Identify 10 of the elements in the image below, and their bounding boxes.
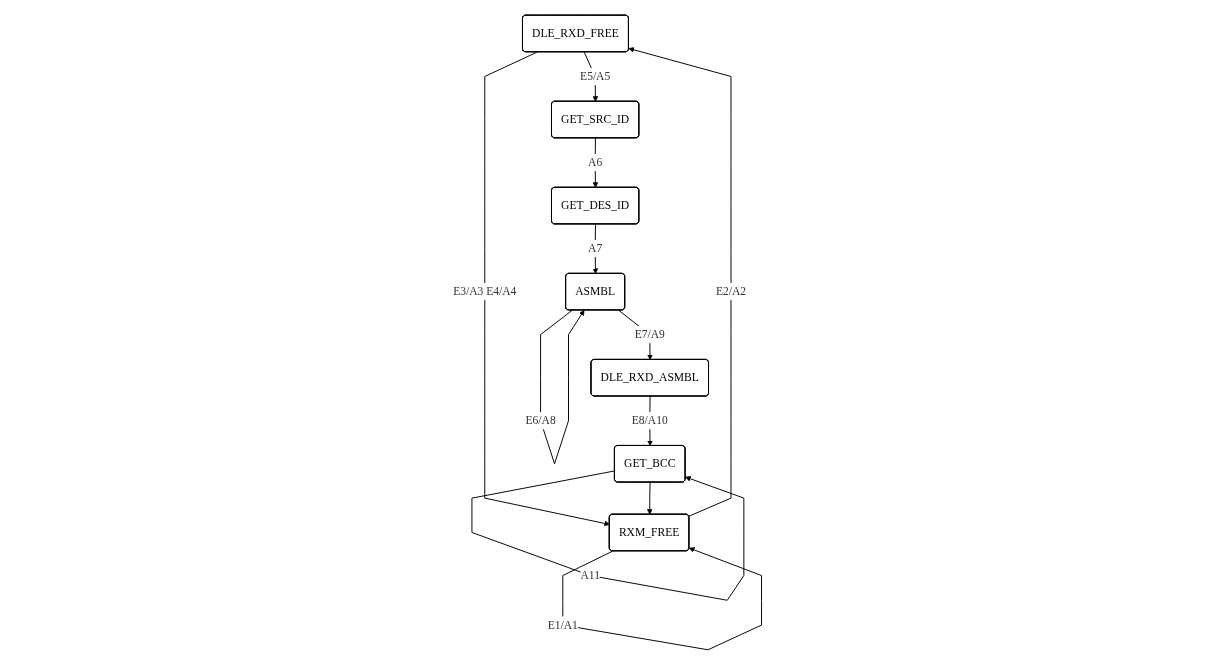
edge-label: E7/A9 xyxy=(634,327,666,341)
edge-label: E2/A2 xyxy=(716,284,747,298)
edge-label: E3/A3 E4/A4 xyxy=(453,284,517,298)
edge-label: A7 xyxy=(588,241,603,255)
edge-label: A6 xyxy=(588,155,603,169)
edge-label: E8/A10 xyxy=(631,413,668,427)
edge-label: A11 xyxy=(580,568,601,582)
edge-label: E1/A1 xyxy=(547,618,579,632)
edge-label: E6/A8 xyxy=(525,413,556,427)
edge-label: E5/A5 xyxy=(580,69,611,83)
